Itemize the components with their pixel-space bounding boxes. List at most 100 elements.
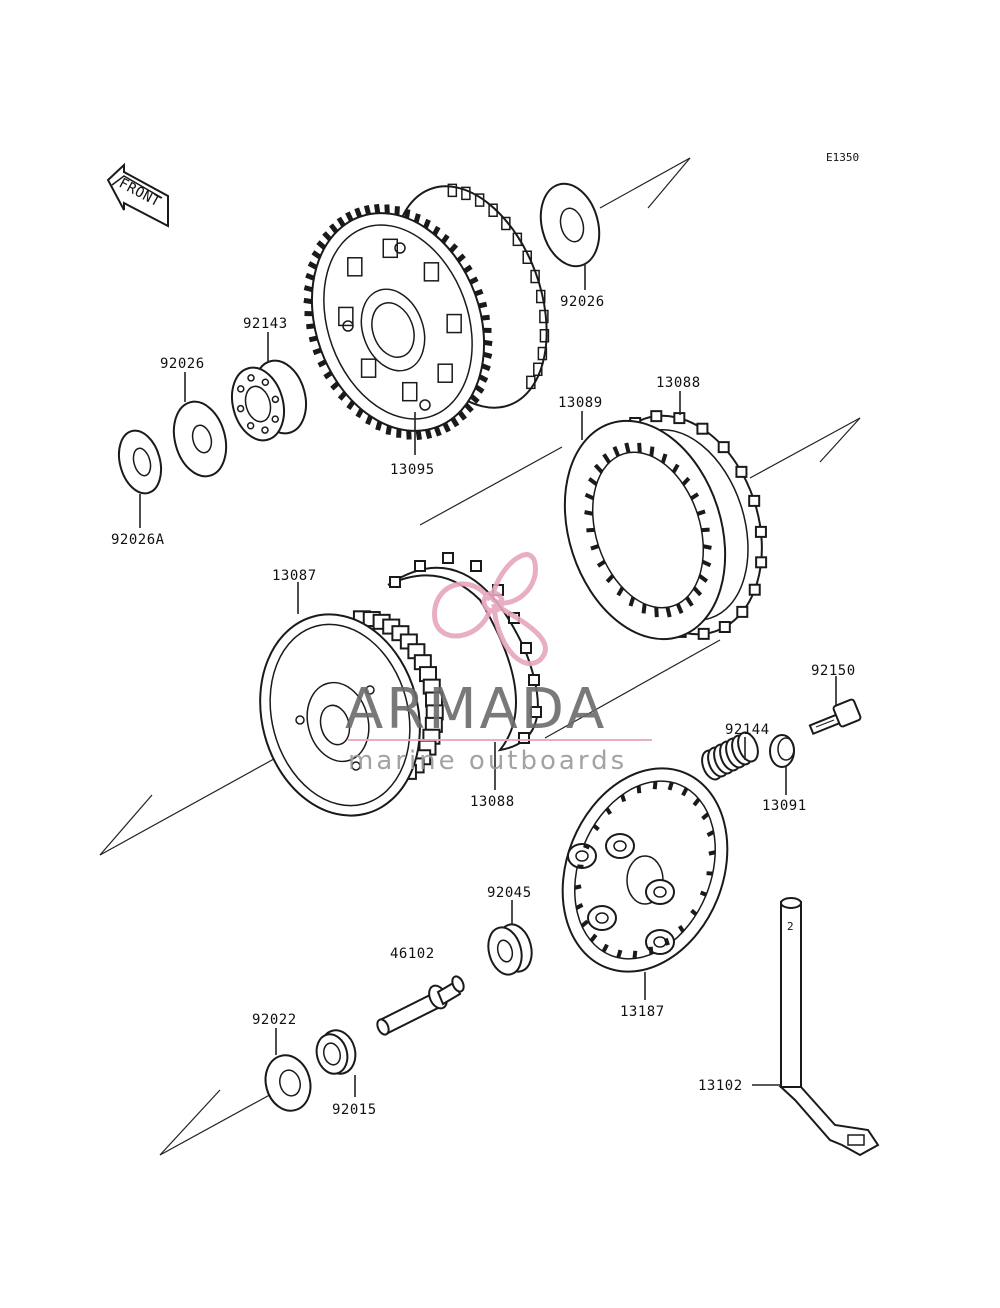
pressure-plate-tooth (636, 785, 642, 794)
washer-92022 (264, 1054, 312, 1112)
housing-gear-tooth (316, 240, 327, 250)
bolt-92150 (808, 698, 862, 736)
pressure-plate-boss (645, 879, 675, 905)
friction-plate-tab (518, 732, 530, 744)
steel-plate-tooth (698, 574, 709, 583)
friction-plate-tab (735, 465, 748, 478)
pressure-plate-tooth (632, 950, 638, 959)
part-labels: 13095 92026 92143 92026 92026A 13089 130… (111, 294, 855, 1118)
friction-plate-tab (754, 525, 767, 538)
part-label-13088-mid: 13088 (470, 794, 515, 810)
housing-basket-slot (512, 232, 523, 247)
housing-gear-tooth (385, 425, 392, 436)
housing-gear-tooth (478, 301, 488, 309)
pressure-plate-tooth (708, 850, 716, 856)
part-label-92144: 92144 (725, 722, 770, 738)
friction-plate-tab (414, 560, 426, 572)
housing-basket-slot (501, 216, 511, 231)
housing-gear-tooth (375, 421, 383, 431)
friction-plate-tab (696, 422, 709, 435)
housing-gear-tooth (457, 410, 467, 421)
steel-plate-tooth (628, 596, 636, 607)
housing-gear-tooth (345, 211, 354, 222)
pressure-plate-tooth (652, 781, 658, 790)
pressure-plate-tooth (701, 812, 710, 821)
housing-basket-slot (461, 186, 471, 201)
housing-basket-slot (535, 289, 546, 304)
pressure-plate-tooth (580, 919, 589, 928)
watermark-tagline: marine outboards (348, 746, 627, 776)
housing-gear-tooth (481, 314, 490, 321)
steel-plate-tooth (616, 586, 625, 597)
pressure-plate-boss (587, 905, 617, 931)
pressure-plate-tooth (620, 794, 627, 803)
friction-plate-tab (717, 441, 730, 454)
housing-gear-tooth (425, 429, 433, 440)
friction-plate-tab (520, 642, 532, 654)
housing-gear-tooth (303, 285, 314, 293)
housing-gear-tooth (404, 208, 411, 219)
pressure-plate-boss-hole (595, 912, 609, 924)
housing-gear-tooth (307, 261, 318, 270)
push-rod-46102 (376, 975, 465, 1036)
housing-gear-tooth (373, 203, 381, 214)
housing-gear-tooth (308, 335, 318, 343)
housing-gear-tooth (303, 297, 313, 305)
steel-plate-tooth (612, 446, 621, 457)
steel-plate-tooth (681, 476, 691, 486)
housing-gear-tooth (365, 415, 373, 426)
part-label-13091: 13091 (762, 798, 807, 814)
bearing-92143 (231, 359, 307, 442)
steel-plate-tooth (587, 477, 598, 486)
housing-damper-slot (338, 306, 354, 327)
pressure-plate-tooth (575, 903, 584, 910)
bearing-ball (237, 385, 245, 393)
steel-plate-tooth (702, 544, 712, 550)
pressure-plate-tooth (692, 797, 701, 807)
housing-basket-slot (539, 328, 550, 343)
housing-gear-tooth (337, 391, 348, 401)
washer-92026-mid (172, 400, 228, 478)
housing-gear-tooth (323, 370, 333, 380)
pressure-plate-tooth (681, 787, 689, 797)
pressure-plate-tooth (667, 781, 674, 791)
bearing-ball (236, 404, 245, 413)
housing-gear-tooth (322, 231, 332, 242)
housing-gear-tooth (478, 374, 489, 383)
nut-92015 (315, 1029, 357, 1075)
svg-text:2: 2 (787, 920, 794, 933)
housing-gear-tooth (317, 359, 327, 368)
friction-plate-tab (736, 605, 749, 618)
pressure-plate-tooth (699, 890, 707, 897)
steel-plate-tooth (654, 607, 659, 618)
part-label-92022: 92022 (252, 1012, 297, 1028)
steel-plate-tooth (593, 463, 604, 474)
friction-plate-tab (650, 410, 663, 423)
housing-gear-tooth (481, 363, 491, 372)
friction-plate-tab (718, 621, 731, 634)
steel-plate-tooth (701, 559, 712, 568)
housing-damper-slot (382, 238, 399, 259)
housing-gear-tooth (463, 264, 473, 274)
washer-92026A (117, 429, 163, 495)
steel-plate-tooth (584, 510, 594, 516)
housing-damper-slot (360, 358, 377, 378)
bearing-ball (261, 378, 270, 387)
friction-plate-tab (755, 556, 768, 569)
steel-plate-tooth (641, 603, 647, 614)
bearing-ball (247, 374, 255, 382)
bearing-ball (271, 415, 279, 423)
part-label-13089: 13089 (558, 395, 603, 411)
steel-plate-13089 (563, 419, 727, 641)
pressure-plate-tooth (616, 949, 623, 959)
housing-gear-tooth (330, 381, 340, 391)
steel-plate-tooth (660, 453, 668, 464)
part-label-92026-mid: 92026 (160, 356, 205, 372)
housing-damper-slot (437, 363, 453, 383)
pressure-plate-boss-hole (653, 886, 667, 898)
steel-plate-tooth (605, 574, 615, 584)
steel-plate-tooth (624, 442, 631, 454)
housing-gear-tooth (329, 223, 339, 234)
housing-gear-tooth (433, 426, 442, 437)
